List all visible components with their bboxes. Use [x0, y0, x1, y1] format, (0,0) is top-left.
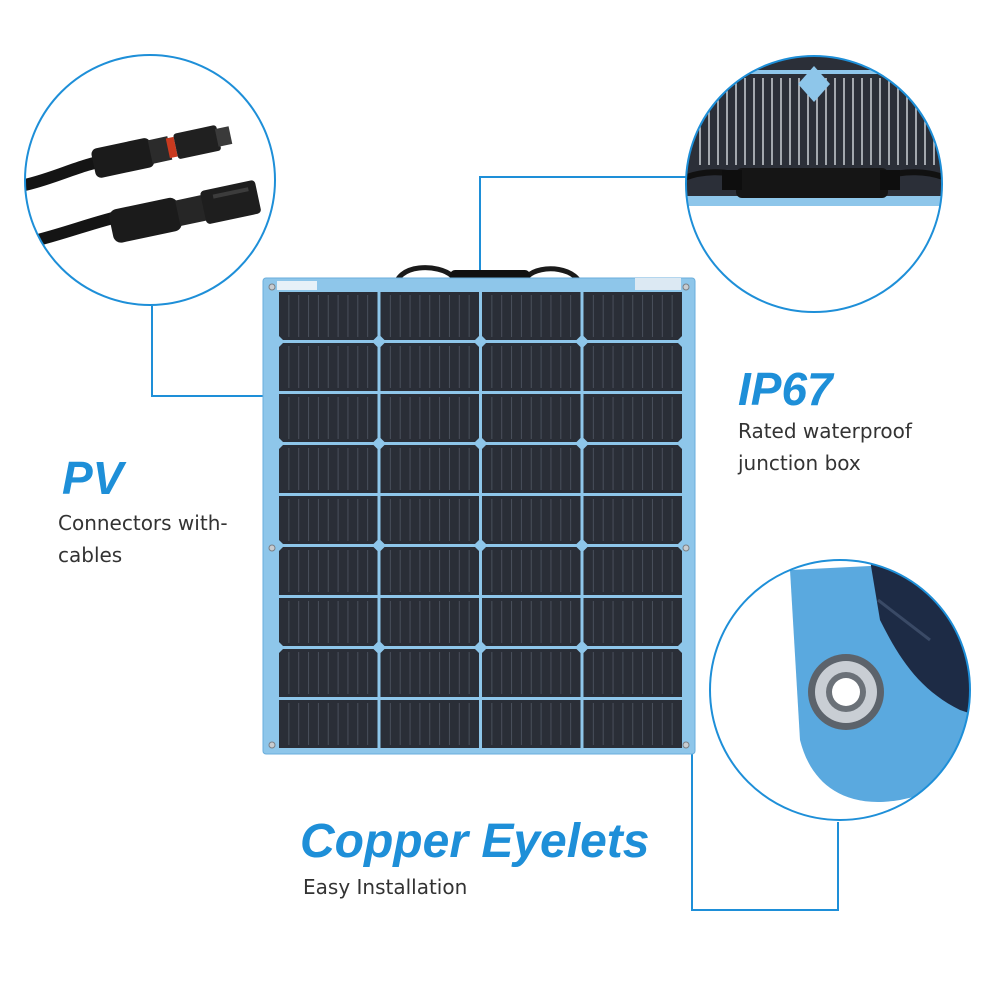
copper-eyelets-description-line: Easy Installation [303, 875, 468, 899]
cell-corner-diamond [575, 436, 589, 451]
cell-corner-diamond [270, 334, 285, 349]
cell-corner-diamond [473, 334, 488, 349]
cell-corner-diamond [372, 640, 386, 655]
copper-eyelets-title: Copper Eyelets [300, 815, 650, 868]
pv-description: Connectors with- cables [58, 507, 228, 571]
cell-corner-diamond [575, 538, 589, 553]
cell-corner-diamond [676, 640, 691, 655]
leader-lines [151, 176, 839, 911]
ip67-description-line: Rated waterproof [738, 419, 912, 443]
pv-description-line: cables [58, 543, 123, 567]
ip67-description-line: junction box [738, 451, 861, 475]
cell-corner-diamond [676, 436, 691, 451]
cell-corner-diamond [270, 436, 285, 451]
cell-corner-diamond [473, 538, 488, 553]
junction-box-closeup [685, 55, 943, 313]
ip67-title: IP67 [738, 363, 833, 415]
cell-corner-diamond [372, 436, 386, 451]
copper-eyelets-description: Easy Installation [303, 871, 467, 903]
pv-description-line: Connectors with- [58, 511, 228, 535]
cell-corner-diamond [676, 334, 691, 349]
eyelet-closeup [709, 559, 971, 821]
cell-corner-diamond [270, 640, 285, 655]
pv-connector-closeup [24, 54, 276, 306]
pv-title: PV [62, 452, 124, 504]
cell-corner-diamond [473, 640, 488, 655]
cell-corner-diamond [372, 334, 386, 349]
cell-corner-diamond [473, 436, 488, 451]
cell-corner-diamond [575, 640, 589, 655]
cell-corner-diamond [372, 538, 386, 553]
solar-panel [262, 277, 696, 755]
cell-corner-diamond [575, 334, 589, 349]
panel-eyelets [268, 283, 690, 749]
ip67-description: Rated waterproof junction box [738, 415, 912, 479]
